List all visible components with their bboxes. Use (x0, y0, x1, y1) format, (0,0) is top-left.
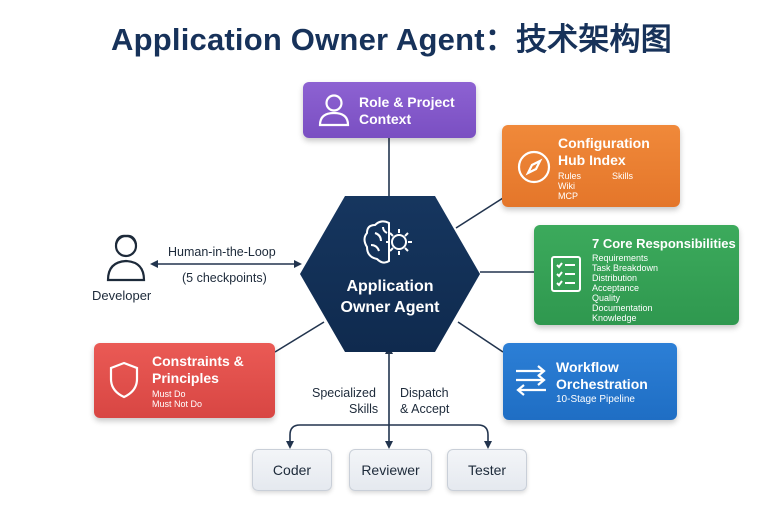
responsibility-item-5: Quality (592, 293, 621, 303)
brain-gear-icon (363, 220, 412, 264)
developer-icon (106, 234, 146, 282)
role-context-line1: Role & Project (359, 94, 455, 110)
center-line1: Application (346, 278, 434, 295)
arrowhead-coder (286, 441, 294, 449)
workflow-line2: Orchestration (556, 376, 648, 392)
workflow-line1: Workflow (556, 359, 619, 375)
checkpoints-label: (5 checkpoints) (182, 271, 267, 285)
responsibility-item-4: Acceptance (592, 283, 640, 293)
responsibility-item-3: Distribution (592, 273, 638, 283)
human-loop-label: Human-in-the-Loop (168, 245, 276, 259)
config-item-rules: Rules (558, 171, 582, 181)
connector-constraints (274, 321, 325, 353)
responsibilities-card: 7 Core Responsibilities Requirements Tas… (534, 225, 739, 325)
arrowhead-tester (484, 441, 492, 449)
constraints-card: Constraints & Principles Must Do Must No… (94, 343, 275, 418)
arrowhead-reviewer (385, 441, 393, 449)
subagent-reviewer: Reviewer (349, 449, 432, 491)
role-context-line2: Context (359, 111, 412, 127)
config-hub-line2: Hub Index (558, 152, 626, 168)
connector-coder (289, 424, 389, 445)
arrowhead-hex (294, 260, 302, 268)
role-context-card: Role & Project Context (303, 82, 476, 138)
skills-left-line1: Specialized (312, 386, 376, 400)
config-hub-line1: Configuration (558, 135, 650, 151)
shield-icon (109, 361, 139, 399)
constraint-must-not-do: Must Not Do (152, 399, 203, 409)
center-hexagon (300, 196, 480, 352)
workflow-sub: 10-Stage Pipeline (556, 394, 635, 405)
connector-tester (389, 424, 489, 445)
compass-icon (517, 150, 551, 184)
config-item-mcp: MCP (558, 191, 578, 201)
skills-left-line2: Skills (349, 402, 379, 416)
workflow-card: Workflow Orchestration 10-Stage Pipeline (503, 343, 677, 420)
config-hub-card: Configuration Hub Index Rules Skills Wik… (502, 125, 680, 207)
arrows-icon (516, 365, 546, 396)
constraints-line1: Constraints & (152, 353, 244, 369)
skills-right-line1: Dispatch (400, 386, 449, 400)
skills-right-line2: & Accept (400, 402, 450, 416)
page-title: Application Owner Agent：技术架构图 (111, 22, 672, 57)
responsibility-item-2: Task Breakdown (592, 263, 659, 273)
arrowhead-developer (150, 260, 158, 268)
config-item-skills: Skills (612, 171, 634, 181)
responsibilities-title: 7 Core Responsibilities (592, 236, 736, 251)
connector-workflow (457, 321, 504, 353)
config-item-wiki: Wiki (558, 181, 575, 191)
subagent-tester: Tester (447, 449, 527, 491)
constraint-must-do: Must Do (152, 389, 186, 399)
checklist-icon (551, 256, 581, 292)
responsibility-item-7: Knowledge (592, 313, 637, 323)
center-line2: Owner Agent (340, 299, 440, 316)
center-label: Application Owner Agent (300, 276, 480, 318)
constraints-line2: Principles (152, 370, 219, 386)
subagent-coder: Coder (252, 449, 332, 491)
person-icon (318, 94, 350, 127)
responsibility-item-6: Documentation (592, 303, 653, 313)
connector-config (455, 197, 504, 229)
developer-label: Developer (92, 288, 152, 303)
responsibility-item-1: Requirements (592, 253, 649, 263)
